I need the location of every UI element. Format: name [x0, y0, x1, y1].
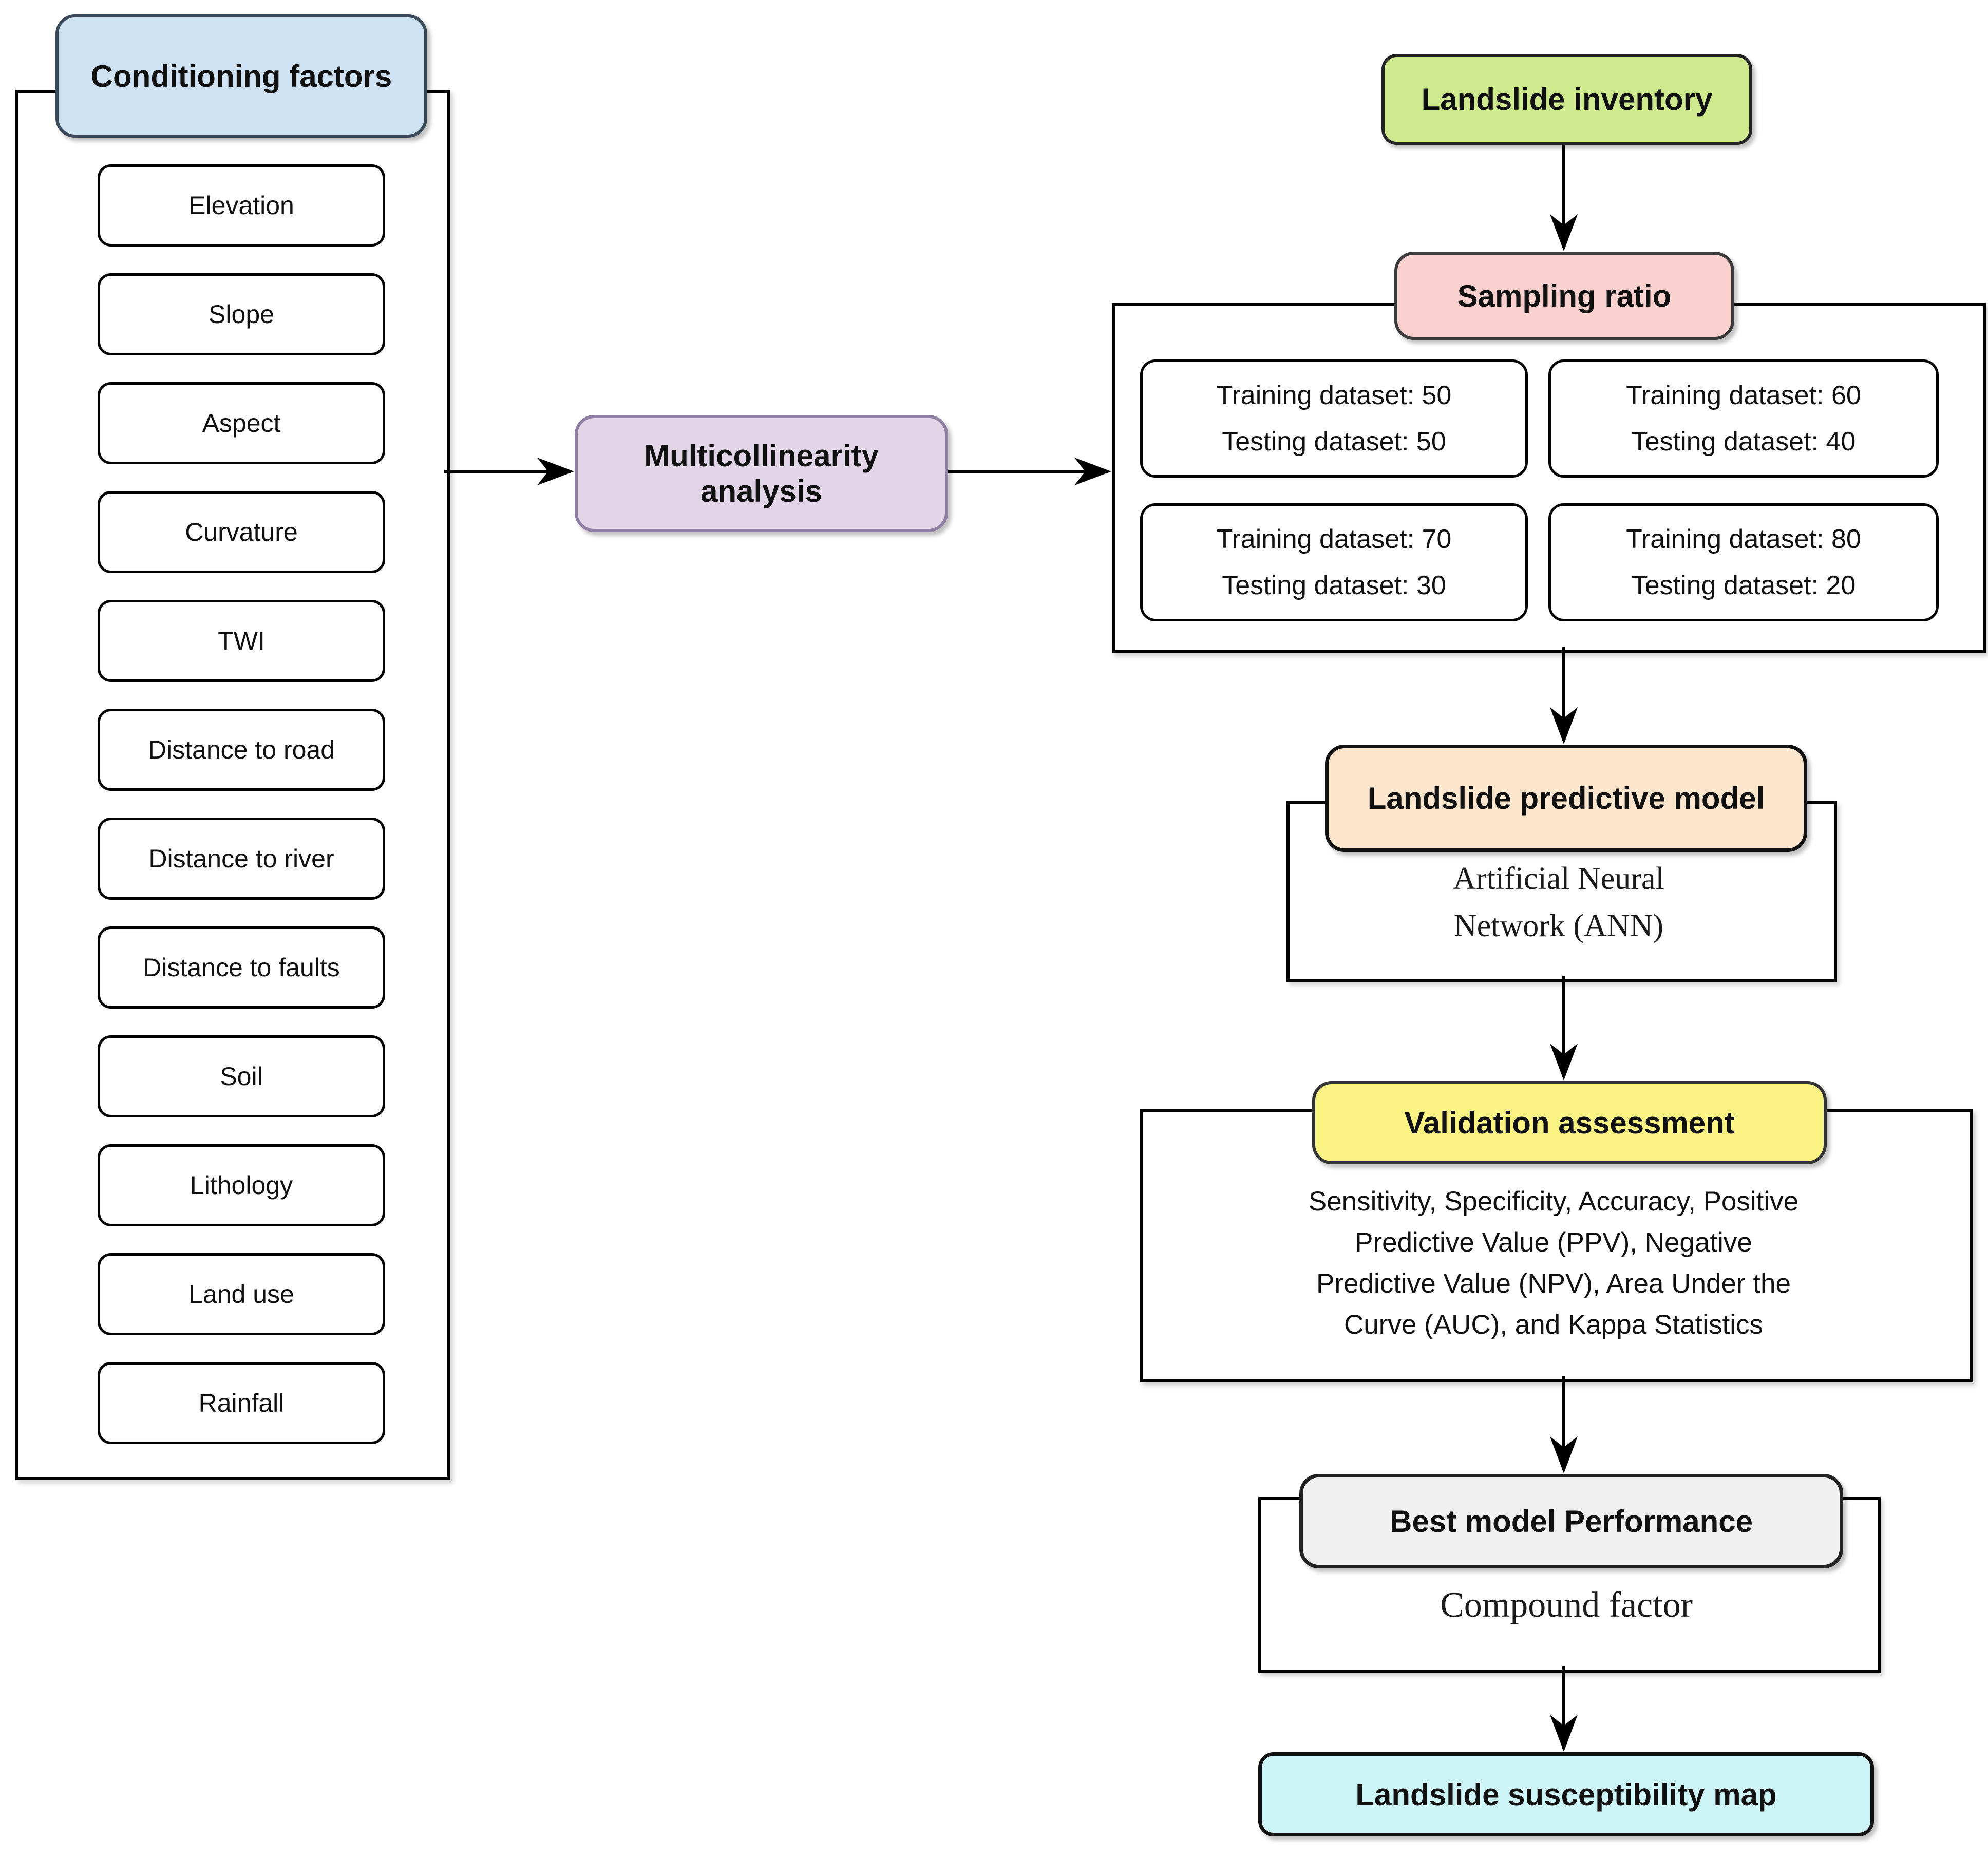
factor-item-distance-to-faults: Distance to faults [98, 926, 385, 1009]
multicollinearity-label: Multicollinearity analysis [644, 438, 879, 509]
ann-line2: Network (ANN) [1453, 908, 1664, 943]
multicollinearity-line2: analysis [700, 474, 822, 508]
factor-item-rainfall: Rainfall [98, 1362, 385, 1444]
factor-item-soil: Soil [98, 1035, 385, 1117]
sampling-ratio-header-label: Sampling ratio [1457, 278, 1672, 313]
testing-line: Testing dataset: 50 [1222, 427, 1446, 457]
conditioning-factors-header-label: Conditioning factors [90, 59, 392, 93]
factor-item-twi: TWI [98, 600, 385, 682]
dataset-box-60-40: Training dataset: 60 Testing dataset: 40 [1548, 359, 1939, 478]
training-line: Training dataset: 60 [1626, 381, 1861, 410]
factor-label: TWI [218, 627, 265, 655]
training-line: Training dataset: 70 [1216, 524, 1452, 554]
factor-label: Land use [188, 1280, 294, 1309]
factor-item-aspect: Aspect [98, 382, 385, 464]
validation-header: Validation assessment [1312, 1081, 1827, 1164]
factor-label: Curvature [185, 518, 298, 546]
factor-item-slope: Slope [98, 273, 385, 355]
best-model-header: Best model Performance [1299, 1474, 1843, 1568]
predictive-model-header-label: Landslide predictive model [1367, 781, 1765, 816]
susceptibility-map-label: Landslide susceptibility map [1355, 1777, 1777, 1812]
factor-label: Distance to river [148, 844, 334, 873]
factor-item-land-use: Land use [98, 1253, 385, 1335]
compound-factor-label: Compound factor [1440, 1585, 1693, 1625]
testing-line: Testing dataset: 20 [1631, 571, 1856, 600]
validation-line3: Predictive Value (NPV), Area Under the [1316, 1268, 1791, 1299]
factor-item-elevation: Elevation [98, 164, 385, 247]
factor-item-lithology: Lithology [98, 1144, 385, 1226]
predictive-model-body: Artificial Neural Network (ANN) [1286, 855, 1831, 950]
factor-label: Elevation [188, 191, 294, 220]
best-model-header-label: Best model Performance [1390, 1504, 1753, 1539]
validation-header-label: Validation assessment [1404, 1105, 1735, 1140]
testing-line: Testing dataset: 30 [1222, 571, 1446, 600]
validation-line1: Sensitivity, Specificity, Accuracy, Posi… [1308, 1186, 1799, 1217]
factor-label: Rainfall [198, 1389, 285, 1417]
best-model-body: Compound factor [1258, 1582, 1875, 1629]
multicollinearity-line1: Multicollinearity [644, 439, 879, 473]
validation-line2: Predictive Value (PPV), Negative [1355, 1227, 1752, 1258]
factor-label: Slope [209, 300, 274, 329]
factor-label: Aspect [202, 409, 281, 438]
training-line: Training dataset: 80 [1626, 524, 1861, 554]
factor-label: Distance to faults [143, 953, 340, 982]
susceptibility-map-box: Landslide susceptibility map [1258, 1752, 1874, 1836]
predictive-model-header: Landslide predictive model [1325, 745, 1807, 852]
conditioning-factors-header: Conditioning factors [55, 14, 427, 138]
factor-label: Soil [220, 1062, 263, 1091]
landslide-inventory-box: Landslide inventory [1381, 54, 1752, 145]
sampling-ratio-header: Sampling ratio [1394, 252, 1734, 340]
testing-line: Testing dataset: 40 [1631, 427, 1856, 457]
landslide-inventory-label: Landslide inventory [1421, 82, 1713, 117]
validation-body: Sensitivity, Specificity, Accuracy, Posi… [1161, 1181, 1946, 1346]
validation-line4: Curve (AUC), and Kappa Statistics [1344, 1310, 1763, 1340]
factor-item-distance-to-road: Distance to road [98, 709, 385, 791]
dataset-box-80-20: Training dataset: 80 Testing dataset: 20 [1548, 503, 1939, 621]
factor-item-curvature: Curvature [98, 491, 385, 573]
dataset-box-70-30: Training dataset: 70 Testing dataset: 30 [1140, 503, 1528, 621]
factor-label: Lithology [190, 1171, 293, 1200]
ann-line1: Artificial Neural [1453, 861, 1664, 896]
factor-label: Distance to road [147, 735, 335, 764]
factor-item-distance-to-river: Distance to river [98, 818, 385, 900]
training-line: Training dataset: 50 [1216, 381, 1452, 410]
multicollinearity-box: Multicollinearity analysis [575, 415, 948, 532]
dataset-box-50-50: Training dataset: 50 Testing dataset: 50 [1140, 359, 1528, 478]
